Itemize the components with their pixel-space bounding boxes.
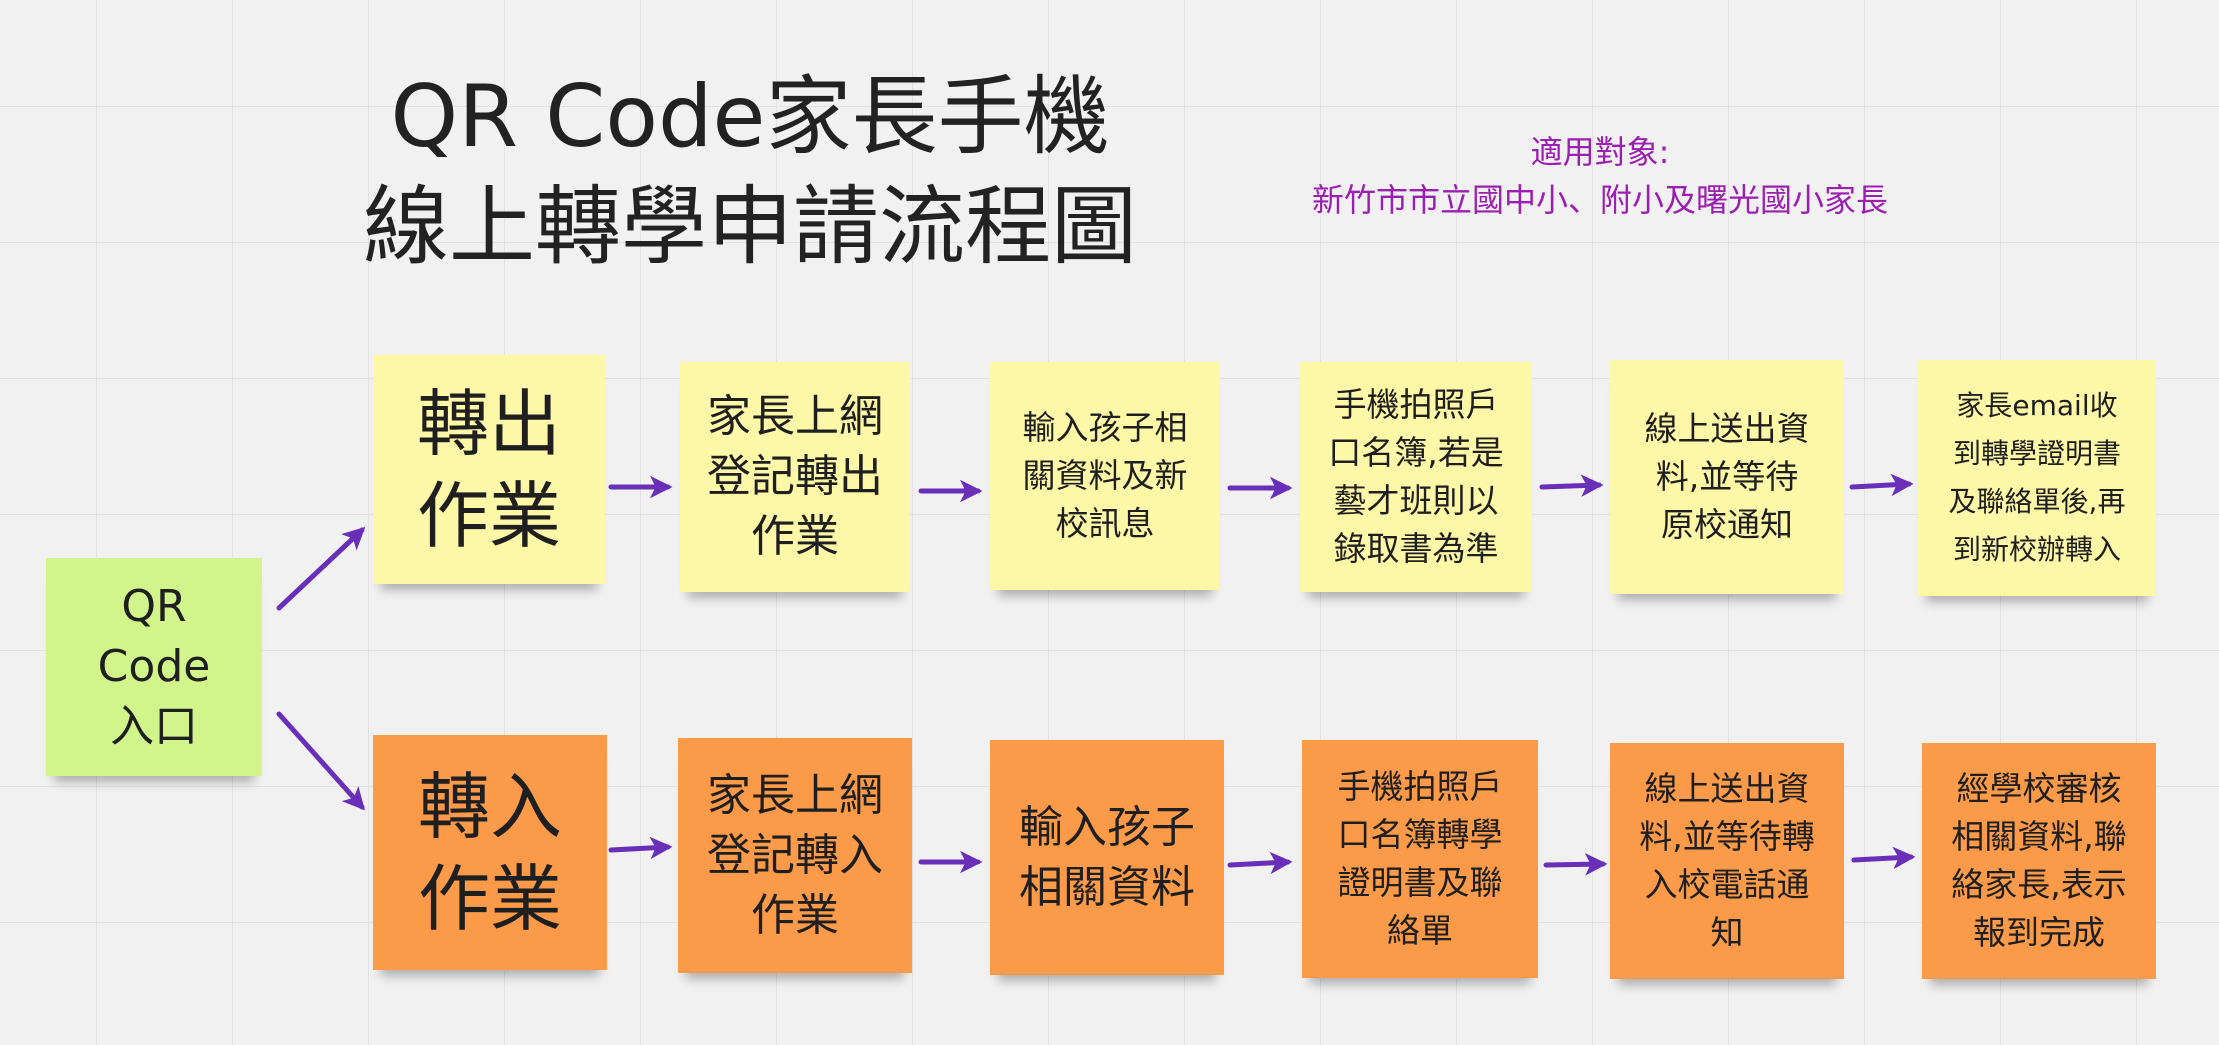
note-line: 知 bbox=[1710, 913, 1744, 952]
note-line: 轉出 bbox=[416, 381, 561, 466]
transfer-in-arrow-3 bbox=[1227, 851, 1293, 875]
transfer-out-step-input-note: 輸入孩子相 關資料及新 校訊息 bbox=[990, 362, 1220, 590]
transfer-out-step-email-note: 家長email收 到轉學證明書 及聯絡單後,再 到新校辦轉入 bbox=[1918, 360, 2156, 596]
note-line: 作業 bbox=[417, 856, 562, 941]
note-line: 關資料及新 bbox=[1022, 456, 1188, 495]
audience-target: 新竹市市立國中小、附小及曙光國小家長 bbox=[1311, 181, 1888, 219]
note-line: 校訊息 bbox=[1055, 504, 1155, 543]
note-line: 手機拍照戶 bbox=[1337, 767, 1503, 806]
entry-line: QR bbox=[121, 581, 187, 632]
transfer-out-step-photo-note: 手機拍照戶 口名簿,若是 藝才班則以 錄取書為準 bbox=[1300, 362, 1532, 592]
note-line: 入校電話通 bbox=[1644, 865, 1810, 904]
entry-line: Code bbox=[97, 641, 211, 692]
qr-code-entry-note: QR Code 入口 bbox=[46, 558, 262, 776]
note-line: 作業 bbox=[751, 889, 839, 941]
note-line: 口名簿轉學 bbox=[1337, 815, 1503, 854]
note-line: 作業 bbox=[416, 473, 561, 558]
note-line: 輸入孩子 bbox=[1019, 801, 1195, 853]
note-line: 家長上網 bbox=[707, 769, 883, 821]
note-line: 口名簿,若是 bbox=[1328, 433, 1504, 472]
audience-note: 適用對象: 新竹市市立國中小、附小及曙光國小家長 bbox=[1250, 128, 1950, 224]
title-line-2: 線上轉學申請流程圖 bbox=[363, 177, 1137, 277]
note-line: 登記轉出 bbox=[707, 451, 883, 502]
transfer-out-arrow-5 bbox=[1849, 473, 1914, 497]
note-line: 轉入 bbox=[417, 764, 562, 849]
transfer-in-arrow-5 bbox=[1851, 846, 1916, 870]
transfer-in-step-photo-note: 手機拍照戶 口名簿轉學 證明書及聯 絡單 bbox=[1302, 740, 1538, 978]
note-line: 手機拍照戶 bbox=[1333, 385, 1499, 424]
transfer-out-step-register-note: 家長上網 登記轉出 作業 bbox=[680, 362, 910, 592]
title-line-1: QR Code家長手機 bbox=[390, 67, 1110, 167]
note-line: 輸入孩子相 bbox=[1022, 408, 1188, 447]
transfer-in-step-complete-note: 經學校審核 相關資料,聯 絡家長,表示 報到完成 bbox=[1922, 743, 2156, 979]
transfer-in-step-submit-note: 線上送出資 料,並等待轉 入校電話通 知 bbox=[1610, 743, 1844, 979]
note-line: 證明書及聯 bbox=[1337, 863, 1503, 902]
transfer-out-header-note: 轉出 作業 bbox=[373, 355, 605, 584]
page-title: QR Code家長手機 線上轉學申請流程圖 bbox=[340, 62, 1160, 282]
note-line: 報到完成 bbox=[1973, 913, 2105, 952]
note-line: 家長email收 bbox=[1956, 389, 2118, 422]
note-line: 及聯絡單後,再 bbox=[1948, 485, 2126, 518]
transfer-in-step-input-note: 輸入孩子 相關資料 bbox=[990, 740, 1224, 975]
transfer-in-arrow-1 bbox=[608, 836, 673, 860]
note-line: 料,並等待轉 bbox=[1639, 817, 1815, 856]
note-line: 相關資料,聯 bbox=[1951, 817, 2127, 856]
note-line: 絡家長,表示 bbox=[1951, 865, 2127, 904]
note-line: 登記轉入 bbox=[707, 829, 883, 881]
note-line: 作業 bbox=[751, 511, 839, 562]
note-line: 藝才班則以 bbox=[1333, 481, 1499, 520]
note-line: 原校通知 bbox=[1661, 505, 1793, 544]
transfer-in-header-note: 轉入 作業 bbox=[373, 735, 607, 970]
note-line: 絡單 bbox=[1387, 911, 1453, 950]
transfer-out-arrow-4 bbox=[1539, 474, 1604, 497]
audience-label: 適用對象: bbox=[1530, 133, 1670, 171]
note-line: 線上送出資 bbox=[1644, 409, 1810, 448]
transfer-in-arrow-4 bbox=[1543, 853, 1608, 876]
note-line: 經學校審核 bbox=[1956, 769, 2122, 808]
entry-line: 入口 bbox=[110, 701, 198, 752]
note-line: 到新校辦轉入 bbox=[1952, 533, 2121, 566]
note-line: 相關資料 bbox=[1019, 861, 1195, 913]
note-line: 線上送出資 bbox=[1644, 769, 1810, 808]
transfer-in-step-register-note: 家長上網 登記轉入 作業 bbox=[678, 738, 912, 973]
transfer-out-step-submit-note: 線上送出資 料,並等待 原校通知 bbox=[1610, 360, 1844, 594]
note-line: 到轉學證明書 bbox=[1952, 437, 2121, 470]
entry-to-transfer-out-arrow bbox=[276, 526, 366, 611]
note-line: 家長上網 bbox=[707, 391, 883, 442]
entry-to-transfer-in-arrow bbox=[276, 711, 365, 811]
note-line: 料,並等待 bbox=[1655, 457, 1799, 496]
note-line: 錄取書為準 bbox=[1333, 529, 1499, 568]
